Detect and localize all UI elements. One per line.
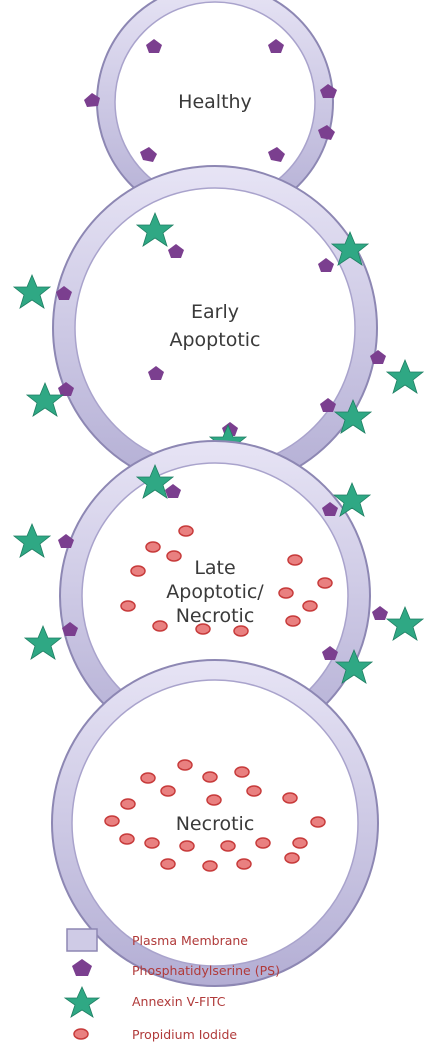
legend-label: Phosphatidylserine (PS) bbox=[132, 963, 280, 978]
propidium-dot-icon bbox=[74, 1029, 88, 1039]
plasma-membrane-swatch bbox=[67, 929, 97, 951]
legend-item-plasma-membrane: Plasma Membrane bbox=[67, 929, 248, 951]
legend-label: Plasma Membrane bbox=[132, 933, 248, 948]
legend-item-annexin: Annexin V-FITC bbox=[65, 987, 226, 1017]
cell-label: Necrotic bbox=[176, 813, 255, 835]
cell-interior bbox=[75, 188, 355, 468]
annexin-star-icon bbox=[65, 987, 99, 1017]
cell-label: Early bbox=[191, 301, 239, 323]
cell-label: Necrotic bbox=[176, 605, 255, 627]
legend-label: Annexin V-FITC bbox=[132, 994, 226, 1009]
cell-label: Healthy bbox=[178, 91, 252, 113]
legend: Plasma Membrane Phosphatidylserine (PS) … bbox=[65, 929, 280, 1042]
cell-label: Apoptotic bbox=[170, 329, 261, 351]
cell-label: Apoptotic/ bbox=[166, 581, 264, 603]
phosphatidylserine-icon bbox=[72, 959, 92, 976]
legend-label: Propidium Iodide bbox=[132, 1027, 237, 1042]
cell-label: Late bbox=[194, 557, 235, 579]
legend-item-propidium: Propidium Iodide bbox=[74, 1027, 237, 1042]
